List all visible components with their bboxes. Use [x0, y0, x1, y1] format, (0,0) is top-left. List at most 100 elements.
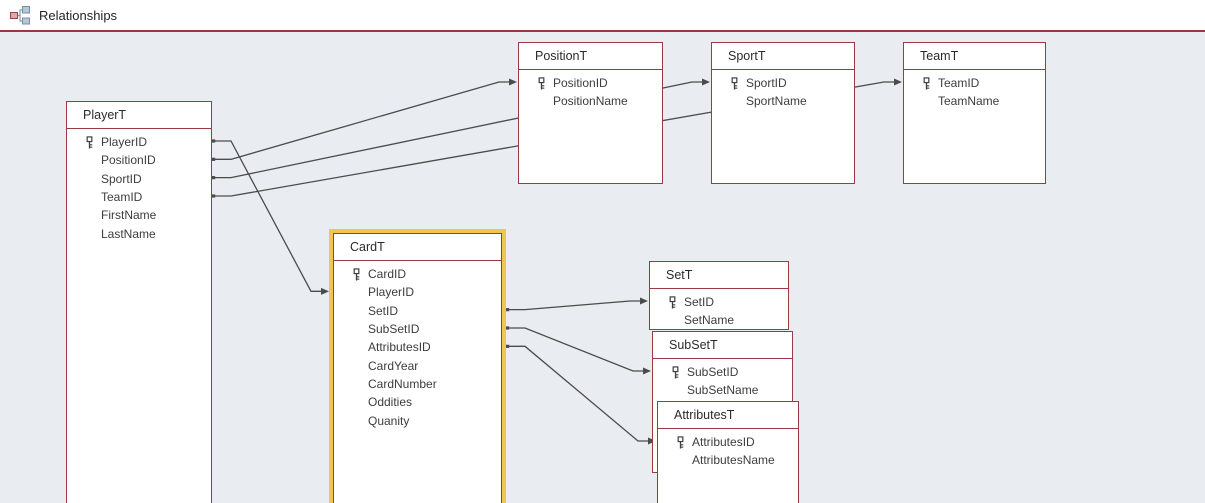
field-name: SubSetID [368, 322, 420, 337]
field-row-SubSetT-SubSetName[interactable]: SubSetName [653, 381, 792, 399]
tab-relationships[interactable]: Relationships [0, 0, 127, 30]
field-name: SubSetName [687, 383, 759, 398]
table-header-SubSetT[interactable]: SubSetT [653, 332, 792, 359]
relationship-arrowhead [640, 297, 648, 305]
field-row-TeamT-TeamName[interactable]: TeamName [904, 92, 1045, 110]
relationship-line[interactable] [212, 81, 703, 179]
field-name: AttributesID [368, 340, 431, 355]
field-name: TeamID [938, 76, 980, 91]
table-header-AttributesT[interactable]: AttributesT [658, 402, 798, 429]
table-title: AttributesT [674, 408, 735, 422]
field-row-CardT-SubSetID[interactable]: SubSetID [334, 320, 501, 338]
relationship-PlayerT-CardT[interactable] [212, 139, 329, 295]
field-name: SportID [101, 171, 142, 186]
relationship-line[interactable] [212, 81, 510, 160]
table-title: CardT [350, 240, 385, 254]
field-row-TeamT-TeamID[interactable]: TeamID [904, 74, 1045, 92]
table-title: PlayerT [83, 108, 127, 122]
field-name: SportName [746, 94, 807, 109]
table-SportT[interactable]: SportT SportID SportName [711, 42, 855, 184]
field-row-CardT-Quanity[interactable]: Quanity [334, 412, 501, 430]
primary-key-icon [730, 76, 746, 90]
field-row-SetT-SetName[interactable]: SetName [650, 311, 788, 329]
relationships-icon [10, 5, 30, 24]
relationship-endpoint-dot [212, 157, 216, 161]
field-row-PositionT-PositionID[interactable]: PositionID [519, 74, 662, 92]
field-name: CardID [368, 267, 407, 282]
field-row-CardT-SetID[interactable]: SetID [334, 302, 501, 320]
field-row-PlayerT-TeamID[interactable]: TeamID [67, 188, 211, 206]
primary-key-icon [671, 365, 687, 379]
field-row-CardT-CardNumber[interactable]: CardNumber [334, 375, 501, 393]
primary-key-icon [922, 76, 938, 90]
field-row-PlayerT-PlayerID[interactable]: PlayerID [67, 133, 211, 151]
field-list: PositionID PositionName [519, 70, 662, 111]
field-name: FirstName [101, 208, 157, 223]
field-row-PlayerT-FirstName[interactable]: FirstName [67, 206, 211, 224]
relationship-lines-layer [212, 78, 902, 445]
table-title: PositionT [535, 49, 588, 63]
relationship-endpoint-dot [212, 194, 216, 198]
relationship-line[interactable] [506, 327, 644, 372]
relationship-CardT-SetT[interactable] [506, 297, 648, 312]
field-row-PositionT-PositionName[interactable]: PositionName [519, 92, 662, 110]
field-row-CardT-PlayerID[interactable]: PlayerID [334, 283, 501, 301]
table-header-PlayerT[interactable]: PlayerT [67, 102, 211, 129]
table-header-PositionT[interactable]: PositionT [519, 43, 662, 70]
field-row-CardT-Oddities[interactable]: Oddities [334, 393, 501, 411]
field-row-AttributesT-AttributesName[interactable]: AttributesName [658, 451, 798, 469]
relationship-PlayerT-SportT[interactable] [212, 78, 710, 180]
field-row-CardT-CardID[interactable]: CardID [334, 265, 501, 283]
relationship-CardT-SubSetT[interactable] [506, 326, 651, 375]
table-title: SetT [666, 268, 693, 282]
table-header-SetT[interactable]: SetT [650, 262, 788, 289]
field-name: SetName [684, 313, 735, 328]
table-title: SportT [728, 49, 766, 63]
tab-accent-line [0, 30, 1205, 32]
primary-key-icon [537, 76, 553, 90]
field-name: TeamID [101, 190, 143, 205]
field-name: CardYear [368, 358, 419, 373]
field-row-SportT-SportName[interactable]: SportName [712, 92, 854, 110]
field-name: Quanity [368, 413, 410, 428]
field-name: TeamName [938, 94, 1000, 109]
field-row-SportT-SportID[interactable]: SportID [712, 74, 854, 92]
table-header-CardT[interactable]: CardT [334, 234, 501, 261]
tab-title: Relationships [39, 7, 118, 23]
field-row-PlayerT-LastName[interactable]: LastName [67, 225, 211, 243]
relationship-arrowhead [894, 78, 902, 86]
relationship-arrowhead [321, 287, 329, 295]
table-PositionT[interactable]: PositionT PositionID PositionName [518, 42, 663, 184]
field-list: SubSetID SubSetName [653, 359, 792, 400]
field-row-AttributesT-AttributesID[interactable]: AttributesID [658, 433, 798, 451]
primary-key-icon [676, 435, 692, 449]
relationship-arrowhead [643, 367, 651, 375]
field-name: PositionName [553, 94, 628, 109]
relationship-line[interactable] [506, 345, 649, 442]
relationship-line[interactable] [212, 140, 322, 292]
field-list: TeamID TeamName [904, 70, 1045, 111]
relationship-line[interactable] [506, 300, 641, 311]
table-header-SportT[interactable]: SportT [712, 43, 854, 70]
relationship-CardT-AttributesT[interactable] [506, 344, 656, 445]
field-row-SetT-SetID[interactable]: SetID [650, 293, 788, 311]
field-row-CardT-CardYear[interactable]: CardYear [334, 357, 501, 375]
field-row-SubSetT-SubSetID[interactable]: SubSetID [653, 363, 792, 381]
relationship-endpoint-dot [212, 176, 216, 180]
relationship-endpoint-dot [506, 308, 510, 312]
field-name: PlayerID [101, 135, 148, 150]
relationship-PlayerT-PositionT[interactable] [212, 78, 517, 161]
field-name: SportID [746, 76, 787, 91]
table-TeamT[interactable]: TeamT TeamID TeamName [903, 42, 1046, 184]
field-row-CardT-AttributesID[interactable]: AttributesID [334, 338, 501, 356]
table-header-TeamT[interactable]: TeamT [904, 43, 1045, 70]
field-row-PlayerT-SportID[interactable]: SportID [67, 170, 211, 188]
field-row-PlayerT-PositionID[interactable]: PositionID [67, 151, 211, 169]
table-SetT[interactable]: SetT SetID SetName [649, 261, 789, 330]
relationship-endpoint-dot [212, 139, 216, 143]
